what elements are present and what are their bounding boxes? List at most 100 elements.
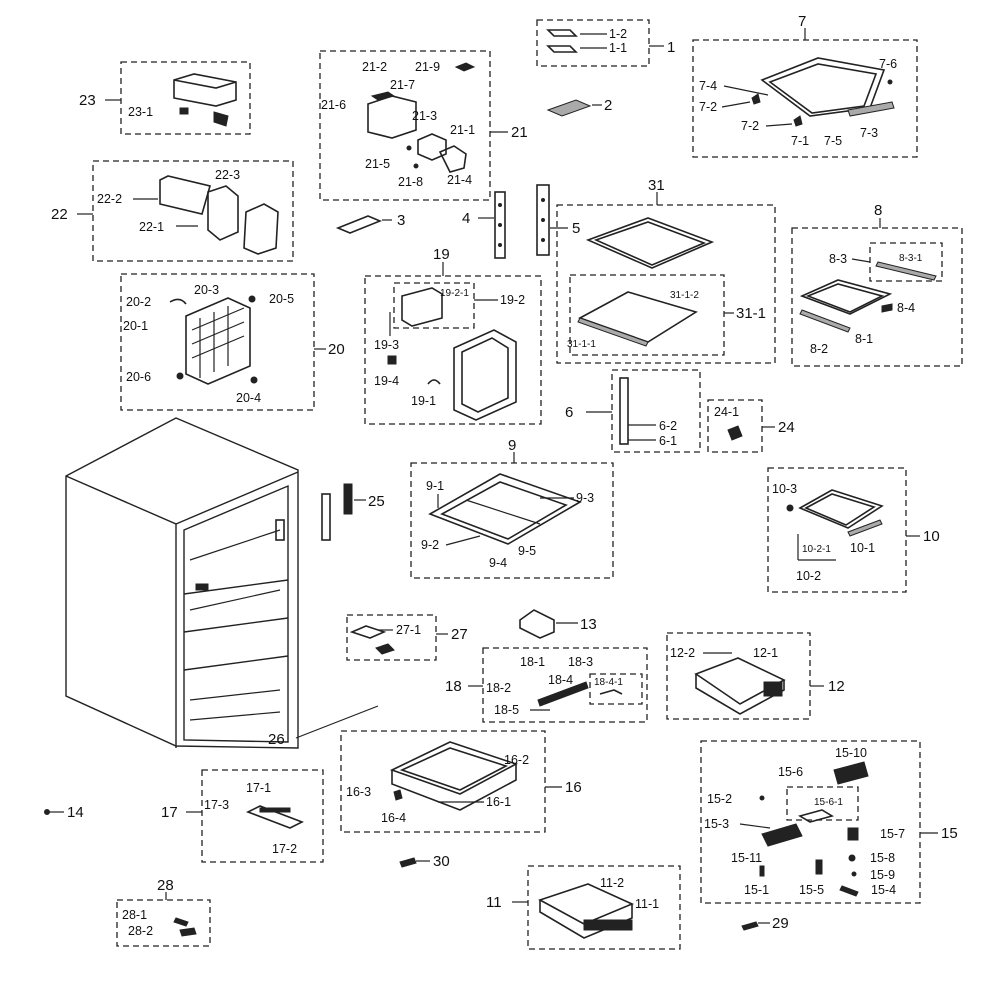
- label-12-2: 12-2: [670, 646, 695, 660]
- group-6: 6 6-2 6-1: [565, 369, 701, 453]
- part-30: 30: [399, 853, 450, 870]
- label-9-2: 9-2: [421, 538, 439, 552]
- label-6-2: 6-2: [659, 419, 677, 433]
- label-18-3: 18-3: [568, 655, 593, 669]
- group-22: 22 22-3 22-2 22-1: [51, 160, 294, 262]
- label-15-7: 15-7: [880, 827, 905, 841]
- label-9-5: 9-5: [518, 544, 536, 558]
- label-8-3: 8-3: [829, 252, 847, 266]
- part-13: 13: [519, 609, 597, 639]
- label-15-1: 15-1: [744, 883, 769, 897]
- label-18-2: 18-2: [486, 681, 511, 695]
- label-11-1: 11-1: [635, 897, 659, 911]
- label-7-4: 7-4: [699, 79, 717, 93]
- group-15: 15 15-10 15-6 15-6-1 15-2 15-3 15-7 15-1…: [700, 740, 958, 904]
- group-10: 10 10-3 10-1 10-2-1 10-2: [767, 467, 940, 593]
- label-17-2: 17-2: [272, 842, 297, 856]
- group-27: 27-1 27: [346, 614, 468, 661]
- label-9-1: 9-1: [426, 479, 444, 493]
- label-1-2: 1-2: [609, 27, 627, 41]
- label-15-9: 15-9: [870, 868, 895, 882]
- group-24: 24-1 24: [707, 399, 795, 453]
- label-27-1: 27-1: [396, 623, 421, 637]
- label-7-2: 7-2: [699, 100, 717, 114]
- label-20-4: 20-4: [236, 391, 261, 405]
- label-10: 10: [923, 528, 940, 545]
- label-22-2: 22-2: [97, 192, 122, 206]
- label-15-11: 15-11: [731, 851, 762, 865]
- label-8-2: 8-2: [810, 342, 828, 356]
- label-15-10: 15-10: [835, 746, 867, 760]
- label-4: 4: [462, 210, 470, 227]
- label-10-1: 10-1: [850, 541, 875, 555]
- label-20-2: 20-2: [126, 295, 151, 309]
- label-18-1: 18-1: [520, 655, 545, 669]
- label-7-1: 7-1: [791, 134, 809, 148]
- label-22: 22: [51, 206, 68, 223]
- label-21-4: 21-4: [447, 173, 472, 187]
- label-17: 17: [161, 804, 178, 821]
- label-8-4: 8-4: [897, 301, 915, 315]
- label-19-2: 19-2: [500, 293, 525, 307]
- label-1: 1: [667, 39, 675, 56]
- label-11: 11: [486, 894, 502, 911]
- label-18-4: 18-4: [548, 673, 573, 687]
- label-21-1: 21-1: [450, 123, 475, 137]
- label-7-6: 7-6: [879, 57, 897, 71]
- group-31: 31 31-1-2 31-1-1 31-1: [556, 177, 776, 364]
- label-6: 6: [565, 404, 573, 421]
- group-11: 11 11-2 11-1: [486, 865, 681, 950]
- group-1: 1-2 1-1 1: [536, 19, 675, 67]
- label-24: 24: [778, 419, 795, 436]
- label-22-1: 22-1: [139, 220, 164, 234]
- part-2: 2: [546, 97, 612, 117]
- group-17: 17 17-1 17-3 17-2: [161, 769, 324, 863]
- group-21: 21 21-2 21-9 21-7 21-6 21-3 21-1 21-5 21…: [319, 50, 528, 201]
- refrigerator-cabinet: [65, 417, 299, 749]
- label-21-5: 21-5: [365, 157, 390, 171]
- label-10-3: 10-3: [772, 482, 797, 496]
- label-28-1: 28-1: [122, 908, 147, 922]
- group-20: 20 20-3 20-2 20-5 20-1 20-6 20-4: [120, 273, 345, 411]
- label-12: 12: [828, 678, 845, 695]
- group-19: 19 19-2-1 19-2 19-3 19-4 19-1: [364, 246, 542, 425]
- label-17-3: 17-3: [204, 798, 229, 812]
- label-7: 7: [798, 13, 806, 30]
- label-24-1: 24-1: [714, 405, 739, 419]
- label-23: 23: [79, 92, 96, 109]
- part-3: 3: [335, 212, 405, 234]
- label-11-2: 11-2: [600, 876, 624, 890]
- label-3: 3: [397, 212, 405, 229]
- label-31-1: 31-1: [736, 305, 766, 322]
- label-18: 18: [445, 678, 462, 695]
- label-2: 2: [604, 97, 612, 114]
- label-31-1-2: 31-1-2: [670, 290, 699, 301]
- part-29: 29: [741, 915, 789, 932]
- label-6-1: 6-1: [659, 434, 677, 448]
- group-16: 16 16-2 16-3 16-1 16-4: [340, 730, 582, 833]
- group-23: 23 23-1: [79, 61, 251, 135]
- label-15-2: 15-2: [707, 792, 732, 806]
- label-8-3-1: 8-3-1: [899, 253, 923, 264]
- group-9: 9 9-1 9-3 9-2 9-4 9-5: [410, 437, 614, 579]
- label-16-2: 16-2: [504, 753, 529, 767]
- label-31: 31: [648, 177, 665, 194]
- label-30: 30: [433, 853, 450, 870]
- label-16-1: 16-1: [486, 795, 511, 809]
- label-20-6: 20-6: [126, 370, 151, 384]
- label-31-1-1: 31-1-1: [567, 339, 596, 350]
- label-20: 20: [328, 341, 345, 358]
- label-15-6-1: 15-6-1: [814, 797, 843, 808]
- group-7: 7 7-6 7-4 7-2 7-2 7-1 7-5 7-3: [692, 13, 918, 158]
- label-15: 15: [941, 825, 958, 842]
- label-9-4: 9-4: [489, 556, 507, 570]
- label-18-4-1: 18-4-1: [594, 677, 623, 688]
- label-19: 19: [433, 246, 450, 263]
- label-23-1: 23-1: [128, 105, 153, 119]
- label-21: 21: [511, 124, 528, 141]
- label-5: 5: [572, 220, 580, 237]
- label-25: 25: [368, 493, 385, 510]
- label-7-3: 7-3: [860, 126, 878, 140]
- part-14: 14: [44, 804, 84, 821]
